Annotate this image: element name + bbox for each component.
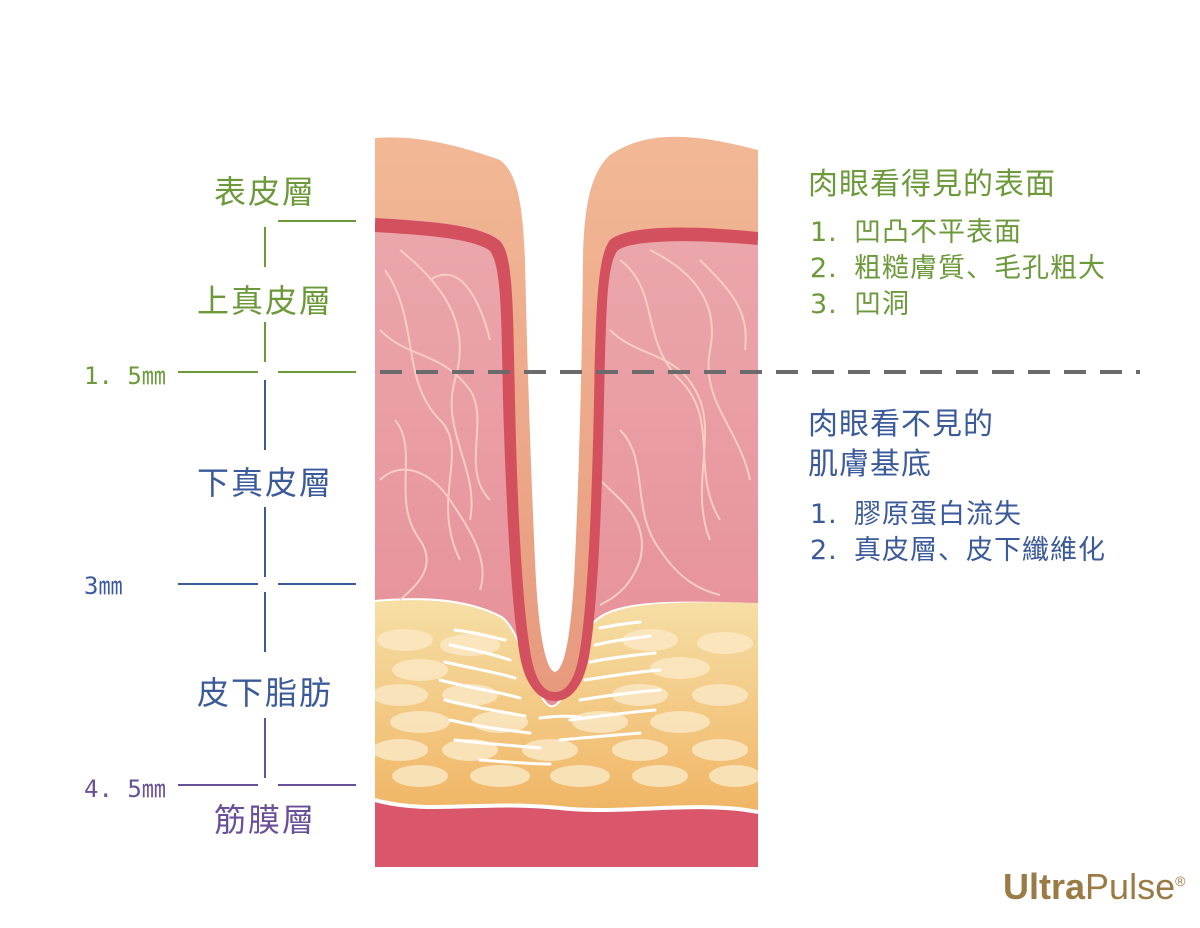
upper-dermis-vrule-top xyxy=(264,227,266,267)
invisible-title-line-2: 肌膚基底 xyxy=(808,447,932,482)
invisible-title-line-1: 肉眼看不見的 xyxy=(808,407,994,442)
list-item: 2.粗糙膚質、毛孔粗大 xyxy=(810,253,1106,284)
depth-3mm: 3㎜ xyxy=(84,572,123,600)
list-item: 3.凹洞 xyxy=(810,289,910,320)
logo-bold: Ultra xyxy=(1003,866,1086,907)
depth-rule-3 xyxy=(178,784,258,786)
invisible-base-list: 1.膠原蛋白流失 2.真皮層、皮下纖維化 xyxy=(810,497,1106,569)
lower-dermis-vrule-bottom xyxy=(264,507,266,577)
invisible-base-title: 肉眼看不見的 肌膚基底 xyxy=(808,405,994,485)
label-lower-dermis: 下真皮層 xyxy=(196,464,333,502)
list-item: 1.膠原蛋白流失 xyxy=(810,499,1022,530)
visible-surface-title: 肉眼看得見的表面 xyxy=(808,167,1056,202)
fat-cells xyxy=(375,629,758,787)
list-item: 2.真皮層、皮下纖維化 xyxy=(810,535,1106,566)
depth-4-5mm: 4. 5㎜ xyxy=(84,775,166,803)
depth-rule-1 xyxy=(178,371,258,373)
depth-rule-3b xyxy=(278,784,356,786)
depth-1-5mm: 1. 5㎜ xyxy=(84,362,166,390)
label-upper-dermis: 上真皮層 xyxy=(196,282,333,320)
list-item: 1.凹凸不平表面 xyxy=(810,217,1022,248)
upper-dermis-vrule-bottom xyxy=(264,322,266,362)
dermis-layer xyxy=(375,215,758,706)
depth-rule-1b xyxy=(278,371,356,373)
ultrapulse-logo: UltraPulse® xyxy=(1003,866,1185,908)
visible-surface-list: 1.凹凸不平表面 2.粗糙膚質、毛孔粗大 3.凹洞 xyxy=(810,215,1106,323)
label-fascia: 筋膜層 xyxy=(213,801,316,839)
epidermis-rule xyxy=(278,220,356,222)
lower-dermis-vrule-top xyxy=(264,380,266,450)
depth-rule-2b xyxy=(278,583,356,585)
depth-rule-2 xyxy=(178,583,258,585)
logo-registered-mark: ® xyxy=(1175,873,1186,889)
fat-vrule-top xyxy=(264,592,266,652)
label-subcutaneous-fat: 皮下脂肪 xyxy=(196,674,333,712)
logo-light: Pulse xyxy=(1085,866,1176,907)
label-epidermis: 表皮層 xyxy=(213,173,316,211)
collagen-fibers xyxy=(379,249,751,606)
fibrosis-strands xyxy=(438,620,662,766)
fat-vrule-bottom xyxy=(264,718,266,778)
epidermis-layer xyxy=(375,136,758,693)
